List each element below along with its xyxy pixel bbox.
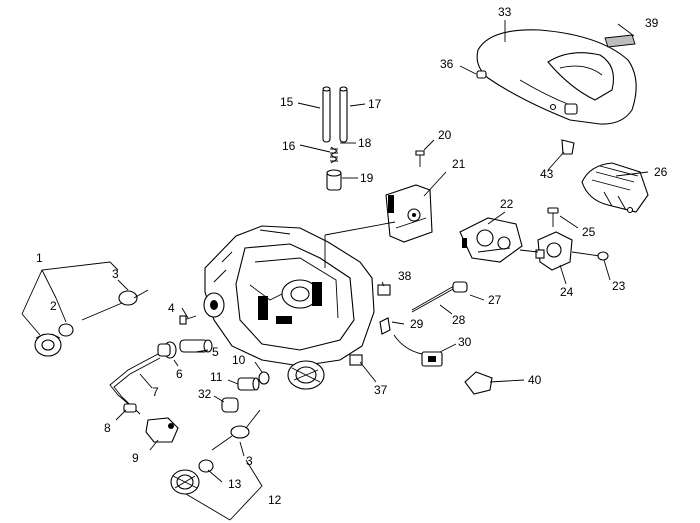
callout-15: 15	[280, 95, 294, 109]
callout-3a: 3	[112, 267, 119, 281]
callout-27: 27	[488, 293, 502, 307]
callout-18: 18	[358, 136, 372, 150]
plug-part-11	[237, 377, 260, 391]
hose-part-3a	[81, 289, 149, 321]
callout-6: 6	[176, 367, 183, 381]
callout-22: 22	[500, 197, 514, 211]
callout-10: 10	[232, 353, 246, 367]
callout-40: 40	[528, 373, 542, 387]
washer-part-10	[258, 371, 270, 385]
callout-11: 11	[210, 370, 223, 384]
callout-19: 19	[360, 171, 374, 185]
callout-26: 26	[654, 165, 668, 179]
callout-43: 43	[540, 167, 554, 181]
callout-39: 39	[645, 16, 659, 30]
screw-part-36	[476, 70, 487, 79]
callout-32: 32	[198, 387, 212, 401]
oil-pump-part-1	[34, 333, 62, 357]
callout-13: 13	[228, 477, 242, 491]
gasket-part-38	[377, 284, 391, 296]
fitting-part-32	[221, 397, 239, 413]
callout-29: 29	[410, 317, 424, 331]
callout-30: 30	[458, 335, 472, 349]
carburetor-part	[459, 217, 523, 263]
filter-part-9	[145, 417, 179, 443]
cap-part-40	[464, 371, 493, 395]
hose-part-3b	[211, 409, 261, 451]
callout-20: 20	[438, 128, 452, 142]
intake-boot-part	[535, 231, 573, 271]
fitting-part-6	[157, 341, 177, 359]
gear-part-12	[170, 469, 200, 495]
callout-21: 21	[452, 157, 466, 171]
callout-12: 12	[268, 493, 282, 507]
callout-labels: 1 2 3 4 5 6 7 8 9 10 11 32 3 13 12 15 17…	[36, 5, 668, 507]
callout-33: 33	[498, 5, 512, 19]
screw-part-4	[179, 315, 197, 325]
callout-38: 38	[398, 269, 412, 283]
nipple-part-27	[452, 281, 468, 293]
callout-37: 37	[374, 383, 388, 397]
gasket-part-37	[349, 354, 363, 366]
callout-16: 16	[282, 139, 296, 153]
bracket-part-21	[385, 184, 433, 243]
crankcase-part	[203, 225, 375, 390]
callout-8: 8	[104, 421, 111, 435]
sleeve-part-5	[179, 339, 213, 353]
bolt-part-23	[571, 251, 609, 261]
callout-23: 23	[612, 279, 626, 293]
callout-24: 24	[560, 285, 574, 299]
fitting-part-19	[326, 169, 342, 191]
callout-25: 25	[582, 225, 596, 239]
leader-lines	[21, 20, 649, 521]
switch-part-30	[393, 334, 443, 367]
screw-part-20	[415, 150, 425, 167]
o-ring-part-13	[198, 459, 214, 473]
spring-part-16	[330, 146, 338, 164]
clip-part-29	[379, 317, 391, 335]
callout-17: 17	[368, 97, 382, 111]
clip-part-43	[561, 139, 575, 155]
screw-part-25	[547, 207, 559, 227]
callout-2: 2	[50, 299, 57, 313]
top-cover-part	[476, 29, 637, 125]
callout-4: 4	[168, 301, 175, 315]
callout-9: 9	[132, 451, 139, 465]
callout-3b: 3	[246, 454, 253, 468]
decal-part	[604, 34, 636, 48]
callout-36: 36	[440, 57, 454, 71]
fitting-part-8	[123, 403, 137, 413]
o-ring-part-2	[58, 323, 74, 337]
callout-5: 5	[212, 345, 219, 359]
rod-part-28	[411, 285, 456, 313]
callout-7: 7	[152, 385, 159, 399]
oil-line-part-7	[109, 353, 161, 415]
air-filter-part	[581, 162, 649, 214]
callout-1: 1	[36, 251, 43, 265]
callout-28: 28	[452, 313, 466, 327]
impulse-tube-part	[322, 86, 348, 143]
